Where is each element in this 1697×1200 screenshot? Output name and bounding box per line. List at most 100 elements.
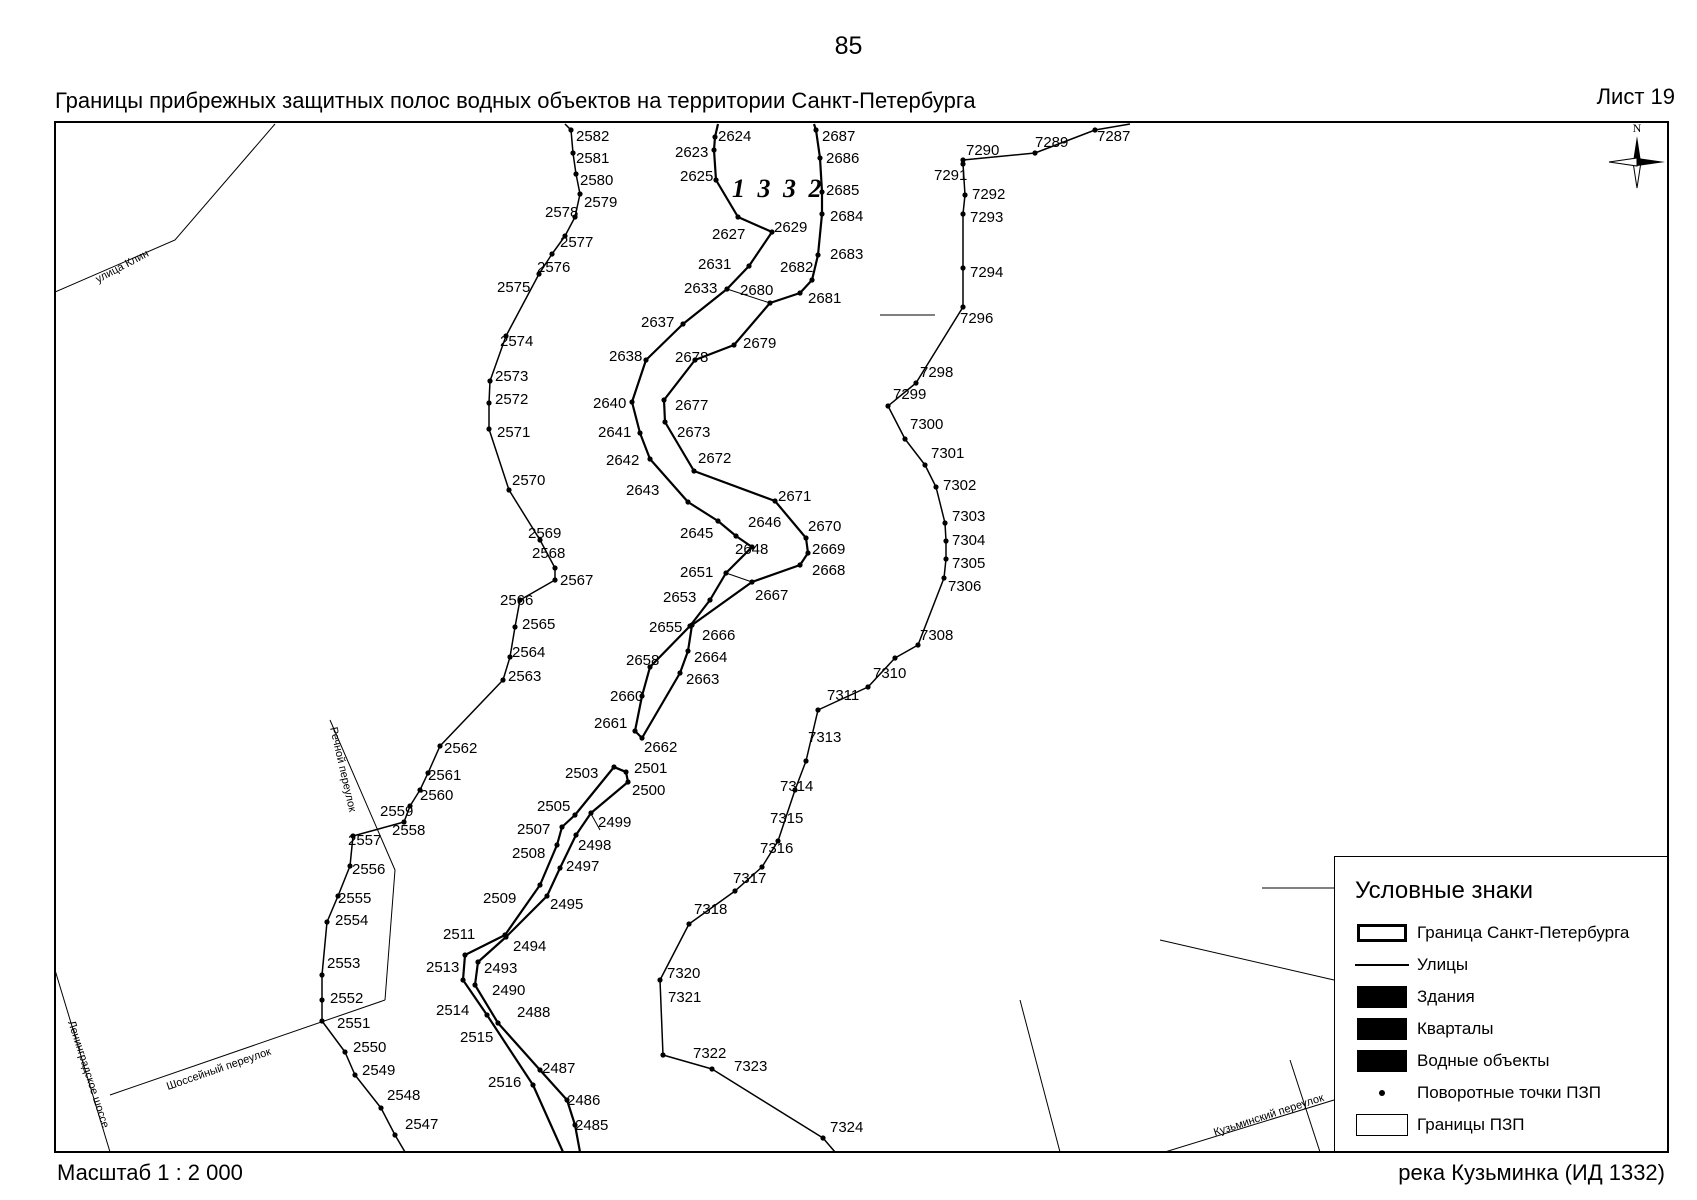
point-label: 7313 <box>808 729 841 746</box>
turning-point-dot <box>709 1066 715 1072</box>
turning-point-dot <box>647 456 653 462</box>
turning-point-dot <box>960 304 966 310</box>
point-label: 2515 <box>460 1029 493 1046</box>
object-id-label: 1 3 3 2 <box>732 174 825 203</box>
point-label: 7311 <box>827 687 859 704</box>
point-label: 2580 <box>580 172 613 189</box>
turning-point-dot <box>437 743 443 749</box>
point-label: 2679 <box>743 335 776 352</box>
turning-point-dot <box>549 251 555 257</box>
turning-point-dot <box>767 300 773 306</box>
turning-point-dot <box>815 252 821 258</box>
turning-point-dot <box>723 570 729 576</box>
point-label: 2686 <box>826 150 859 167</box>
point-label: 7318 <box>694 901 727 918</box>
turning-point-dot <box>735 214 741 220</box>
turning-point-dot <box>803 535 809 541</box>
turning-point-dot <box>815 707 821 713</box>
point-label: 2680 <box>740 282 773 299</box>
turning-point-dot <box>536 271 542 277</box>
turning-point-dot <box>733 533 739 539</box>
point-label: 2579 <box>584 194 617 211</box>
turning-point-dot <box>792 787 798 793</box>
turning-point-dot <box>712 134 718 140</box>
turning-point-dot <box>677 670 683 676</box>
turning-point-dot <box>517 597 523 603</box>
point-label: 7294 <box>970 264 1003 281</box>
point-label: 2564 <box>512 644 545 661</box>
black-fill-icon <box>1357 986 1407 1008</box>
point-label: 2661 <box>594 715 627 732</box>
turning-point-dot <box>552 577 558 583</box>
turning-point-dot <box>715 518 721 524</box>
point-label: 2499 <box>598 814 631 831</box>
turning-point-dot <box>537 882 543 888</box>
point-label: 2655 <box>649 619 682 636</box>
turning-point-dot <box>732 888 738 894</box>
turning-point-dot <box>902 436 908 442</box>
point-label: 2549 <box>362 1062 395 1079</box>
point-label: 7293 <box>970 209 1003 226</box>
point-label: 2642 <box>606 452 639 469</box>
turning-point-dot <box>661 397 667 403</box>
street-line <box>1289 1059 1321 1152</box>
turning-point-dot <box>685 499 691 505</box>
turning-point-dot <box>805 550 811 556</box>
point-label: 2677 <box>675 397 708 414</box>
legend-item-turning-points: Поворотные точки ПЗП <box>1355 1079 1601 1107</box>
turning-point-dot <box>1092 127 1098 133</box>
dot-icon <box>1379 1090 1385 1096</box>
point-label: 7308 <box>920 627 953 644</box>
turning-point-dot <box>417 787 423 793</box>
turning-point-dot <box>573 171 579 177</box>
pzp-boundary-line <box>717 520 737 537</box>
turning-point-dot <box>960 161 966 167</box>
point-label: 7292 <box>972 186 1005 203</box>
legend-item-water: Водные объекты <box>1355 1047 1549 1075</box>
legend: Условные знаки Граница Санкт-Петербурга … <box>1334 856 1668 1152</box>
point-label: 7299 <box>893 386 926 403</box>
point-label: 2547 <box>405 1116 438 1133</box>
street-line <box>1159 939 1335 981</box>
point-label: 2577 <box>560 234 593 251</box>
turning-point-dot <box>573 832 579 838</box>
turning-point-dot <box>960 265 966 271</box>
point-label: 2548 <box>387 1087 420 1104</box>
point-label: 2623 <box>675 144 708 161</box>
turning-point-dot <box>537 1067 543 1073</box>
point-label: 2648 <box>735 541 768 558</box>
turning-point-dot <box>943 538 949 544</box>
point-label: 2664 <box>694 649 727 666</box>
turning-point-dot <box>637 430 643 436</box>
turning-point-dot <box>568 127 574 133</box>
street-label: Шоссейный переулок <box>165 1046 273 1093</box>
black-fill-icon <box>1357 1050 1407 1072</box>
turning-point-dot <box>352 1072 358 1078</box>
turning-point-dot <box>577 191 583 197</box>
point-label: 7287 <box>1097 128 1130 145</box>
turning-point-dot <box>503 934 509 940</box>
point-label: 2578 <box>545 204 578 221</box>
turning-point-dot <box>625 779 631 785</box>
point-label: 2569 <box>528 525 561 542</box>
turning-point-dot <box>335 893 341 899</box>
point-label: 2562 <box>444 740 477 757</box>
turning-point-dot <box>392 1132 398 1138</box>
turning-point-dot <box>639 735 645 741</box>
turning-point-dot <box>809 277 815 283</box>
point-label: 2493 <box>484 960 517 977</box>
turning-point-dot <box>350 833 356 839</box>
point-label: 2505 <box>537 798 570 815</box>
turning-point-dot <box>803 758 809 764</box>
point-label: 2658 <box>626 652 659 669</box>
point-label: 2561 <box>428 767 461 784</box>
point-label: 2572 <box>495 391 528 408</box>
point-label: 2576 <box>537 259 570 276</box>
turning-point-dot <box>475 959 481 965</box>
map-frame <box>54 121 1669 1153</box>
turning-point-dot <box>554 842 560 848</box>
legend-item-blocks: Кварталы <box>1355 1015 1493 1043</box>
point-label: 2663 <box>686 671 719 688</box>
point-label: 2672 <box>698 450 731 467</box>
point-label: 2498 <box>578 837 611 854</box>
